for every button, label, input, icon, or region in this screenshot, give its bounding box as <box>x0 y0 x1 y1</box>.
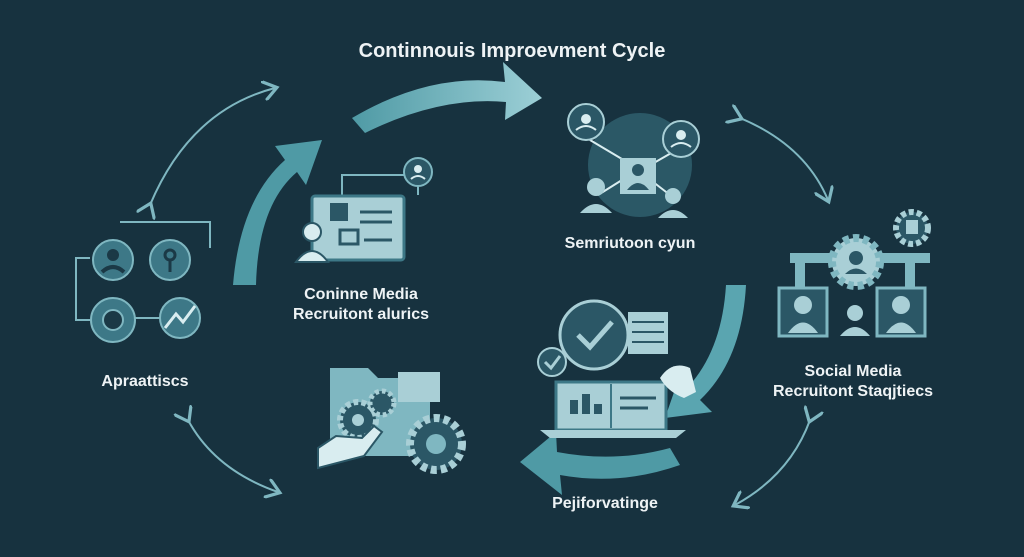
stage-label-bottom-line1: Pejiforvatinge <box>552 495 658 512</box>
thin-cycle-arrows <box>150 88 828 505</box>
arrow-left-bottom <box>188 420 278 492</box>
stage-label-right-line1: Social Media <box>804 363 902 380</box>
stage-label-top-left: Coninne Media Recruitont alurics <box>266 285 456 325</box>
stage-label-bottom: Pejiforvatinge <box>520 494 690 514</box>
big-arrow-bottom <box>520 432 680 495</box>
stage-label-top-right-line1: Semriutoon cyun <box>564 235 696 252</box>
stage-label-top-left-line2: Recruitont alurics <box>292 306 430 323</box>
left-stage-icons <box>75 221 211 343</box>
big-arrow-left <box>233 140 322 285</box>
folder-gears-icon <box>317 368 466 474</box>
big-arrow-top <box>352 62 542 133</box>
stage-label-right-line2: Recruitont Staqjtiecs <box>772 383 934 400</box>
stage-label-top-right: Semriutoon cyun <box>530 234 730 254</box>
left-connector-lines <box>75 221 211 321</box>
stage-label-left-line1: Apraattiscs <box>101 373 189 390</box>
arrow-right-top <box>740 118 828 200</box>
team-network-icon <box>567 103 700 218</box>
id-card-icon <box>294 157 433 263</box>
stage-label-right: Social Media Recruitont Staqjtiecs <box>748 362 958 402</box>
big-arrow-right <box>665 285 746 418</box>
arrow-right-bottom <box>735 420 810 505</box>
diagram-title: Continnouis Improevment Cycle <box>358 40 666 62</box>
stage-label-top-left-line1: Coninne Media <box>304 286 418 303</box>
gear-team-icon <box>777 209 931 338</box>
stage-label-left: Apraattiscs <box>70 372 220 392</box>
gear-mid-icon <box>367 388 397 418</box>
laptop-check-icon <box>537 299 696 438</box>
arrow-left-top <box>150 88 275 205</box>
